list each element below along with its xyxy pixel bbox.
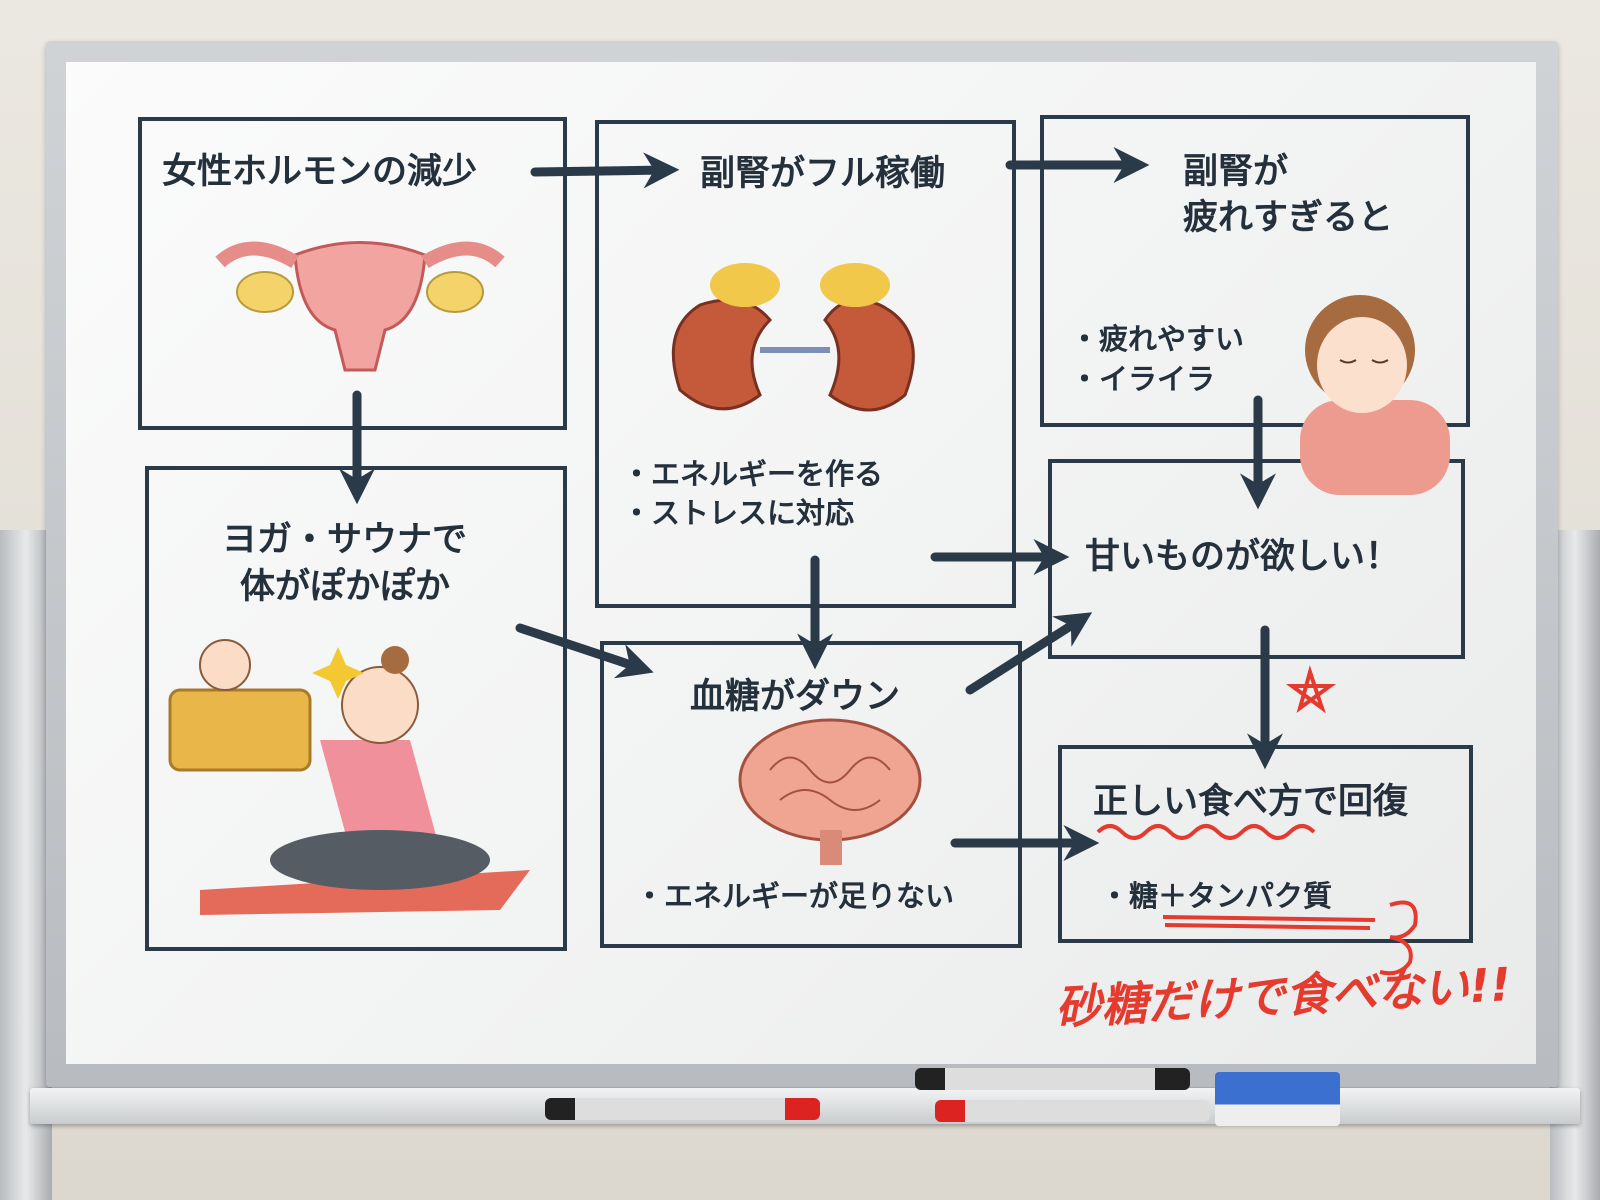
adrenal-work-bullet: ・ストレスに対応 [622,496,855,530]
eraser[interactable] [1215,1072,1340,1126]
arrow-hormone-to-adrenal [530,152,680,189]
blood-sugar-bullet: ・エネルギーが足りない [635,879,955,913]
hormone-title: 女性ホルモンの減少 [162,152,478,192]
adrenal-tired-title-2: 疲れすぎると [1183,198,1394,238]
brain-illustration [738,718,922,865]
sweet-title: 甘いものが欲しい！ [1085,537,1401,577]
recovery-bullet: ・糖＋タンパク質 [1100,879,1333,913]
adrenal-work-bullet: ・エネルギーを作る [622,457,884,491]
recovery-title: 正しい食べ方で回復 [1093,782,1409,822]
blood-sugar-title: 血糖がダウン [690,677,901,717]
arrow-bloodsugar-to-sweet [965,612,1093,695]
star-icon [1285,665,1337,714]
marker-black[interactable] [915,1068,1190,1090]
curl-arrow [1379,900,1418,976]
adrenal-work-title: 副腎がフル稼働 [700,154,946,194]
adrenal-tired-bullet: ・イライラ [1070,362,1216,396]
marker-red-2[interactable] [935,1100,1210,1122]
yoga-title-1: ヨガ・サウナで [222,520,468,560]
sauna-yoga-illustration [168,639,530,915]
adrenal-tired-bullet: ・疲れやすい [1070,322,1245,356]
wavy-underline [1096,824,1316,840]
kidneys-illustration [671,263,915,412]
adrenal-tired-title-1: 副腎が [1183,152,1289,192]
yoga-title-2: 体がぽかぽか [240,567,451,607]
uterus-illustration [215,241,505,372]
marker-red[interactable] [545,1098,820,1120]
double-underline [1162,915,1376,930]
box-adrenal-work [595,120,1016,608]
tired-woman-illustration [1300,295,1450,495]
arrow-yoga-to-bloodsugar [515,623,654,679]
